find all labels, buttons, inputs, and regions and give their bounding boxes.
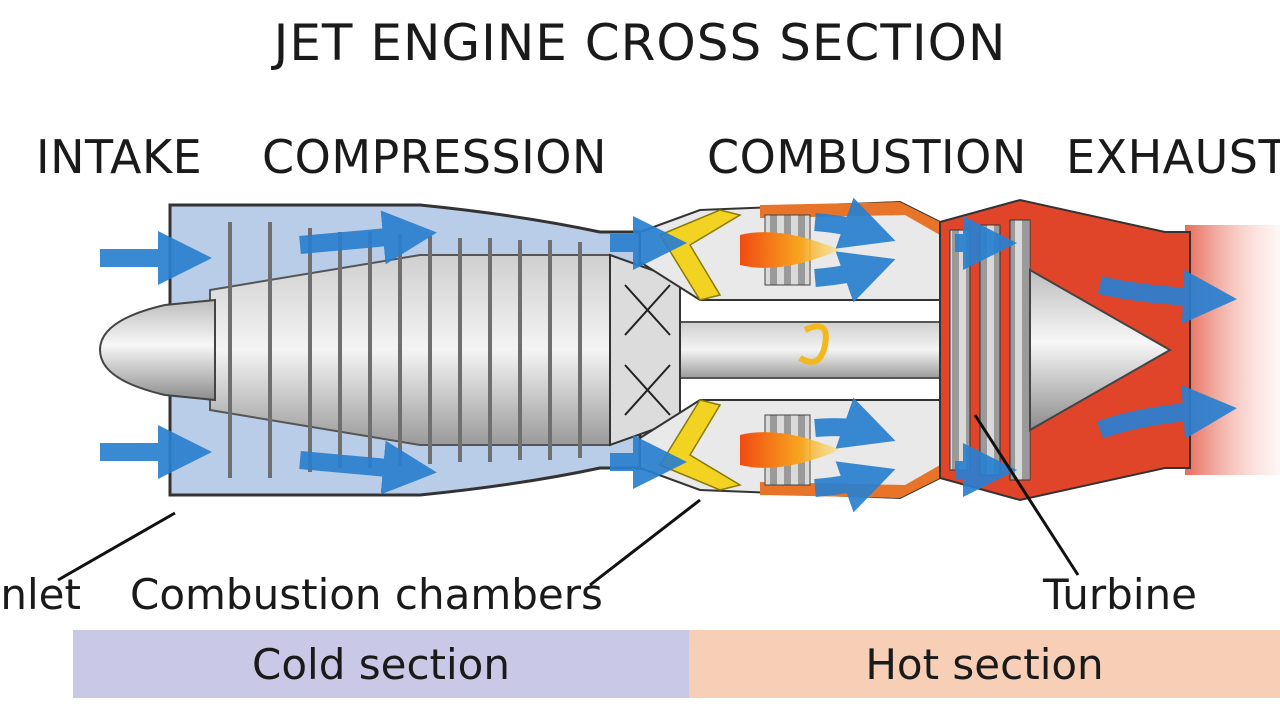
hot-section-band: Hot section — [689, 630, 1280, 698]
flame-bottom — [740, 432, 840, 468]
exhaust-cone — [1029, 268, 1173, 432]
turbine-leader-line — [973, 414, 1080, 576]
inlet-leader-line — [57, 511, 176, 582]
nose-cone — [98, 298, 216, 402]
cold-section-band: Cold section — [73, 630, 689, 698]
compressor-blades — [228, 222, 582, 478]
cold-section-label: Cold section — [252, 639, 510, 689]
callout-combustion-chambers: Combustion chambers — [130, 570, 603, 619]
callout-turbine: Turbine — [1043, 570, 1197, 619]
flame-top — [740, 232, 840, 268]
stage-combustion: COMBUSTION — [707, 130, 1027, 184]
rotation-arrow-icon — [798, 323, 829, 365]
combustion-leader-line — [589, 498, 701, 587]
bearing-housing — [609, 253, 681, 447]
exhaust-plume — [1185, 225, 1280, 475]
stage-intake: INTAKE — [36, 130, 203, 184]
page-title: JET ENGINE CROSS SECTION — [273, 14, 1007, 72]
stage-exhaust: EXHAUST — [1066, 130, 1280, 184]
turbine-discs — [949, 219, 1031, 481]
bearing-struts — [624, 284, 671, 416]
callout-inlet: Inlet — [0, 570, 81, 619]
stage-compression: COMPRESSION — [262, 130, 607, 184]
airflow-arrows — [100, 197, 1237, 513]
hot-section-label: Hot section — [865, 639, 1104, 689]
